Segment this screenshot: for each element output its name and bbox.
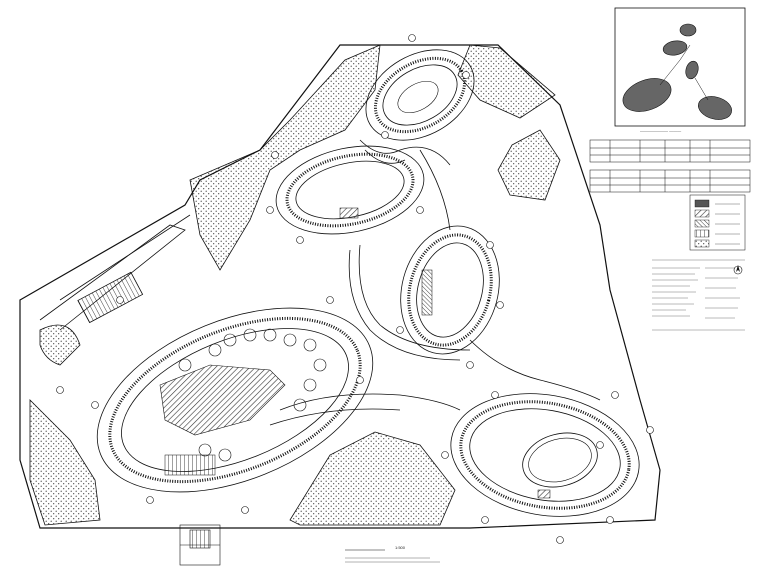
entrance-detail xyxy=(179,524,221,566)
pavilion-4 xyxy=(96,307,374,493)
north-arrow-icon xyxy=(733,265,743,275)
key-plan-icon xyxy=(622,23,732,120)
circulation-paths xyxy=(269,139,601,426)
hatch-legend xyxy=(689,194,746,251)
general-notes xyxy=(652,259,745,331)
pavilion-2 xyxy=(275,145,425,235)
drawing-title: 1:500 xyxy=(345,545,440,563)
grid-bubbles xyxy=(56,34,654,544)
scale-label: 1:500 xyxy=(395,545,406,550)
pavilion-1 xyxy=(365,49,475,141)
hatch-swatch-icon xyxy=(694,199,710,248)
pavilion-3 xyxy=(400,225,500,355)
pavilion-5 xyxy=(450,393,640,517)
planting-areas xyxy=(29,44,561,526)
site-boundary xyxy=(19,44,661,529)
key-plan: ——————— ——— xyxy=(614,7,746,133)
data-tables xyxy=(589,139,751,193)
svg-text:——————— ———: ——————— ——— xyxy=(640,128,681,133)
access-road xyxy=(39,214,191,366)
